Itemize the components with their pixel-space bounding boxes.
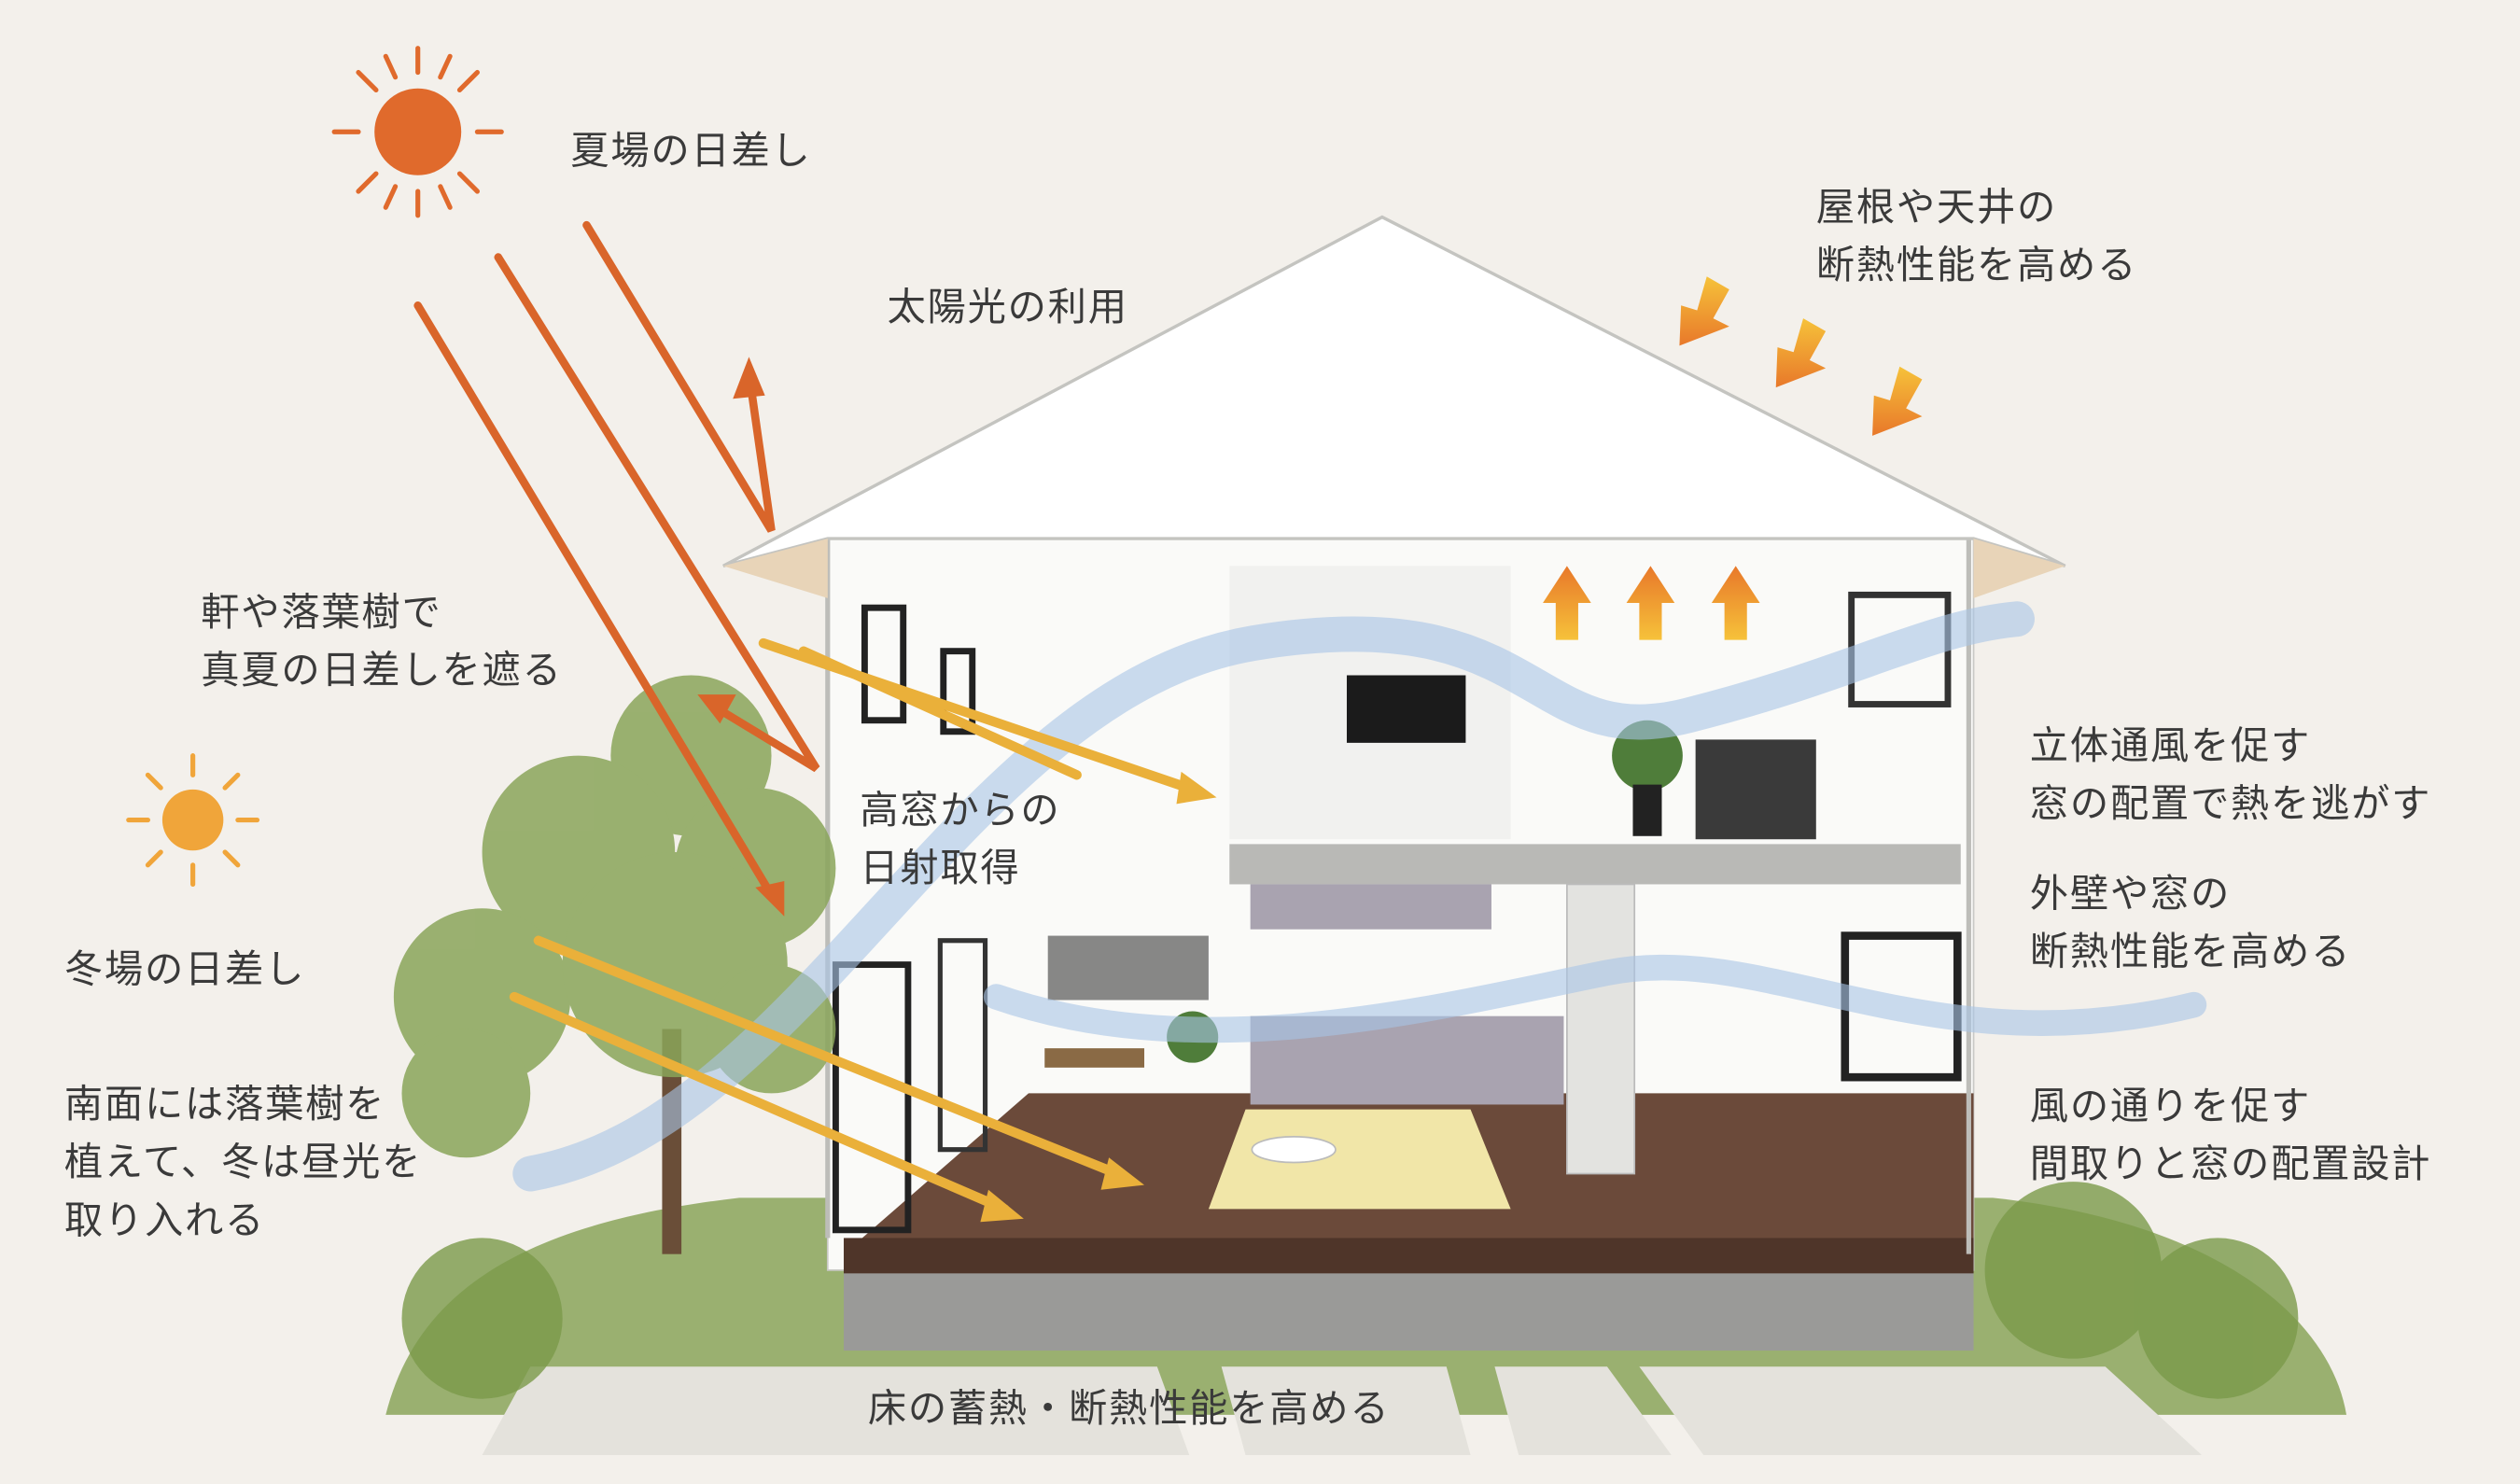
window <box>940 648 976 735</box>
winter-arrowheads <box>980 771 1217 1223</box>
winter-sun-icon <box>126 753 260 888</box>
stepping-stone <box>482 1366 1190 1455</box>
tv <box>1346 675 1466 743</box>
dining-table <box>1044 1048 1145 1068</box>
wind-flow-lower <box>983 954 2207 1043</box>
kitchen-cabinets <box>1250 884 1491 930</box>
deciduous-tree <box>393 675 836 1158</box>
heat-up-arrow-icon <box>1543 566 1760 640</box>
label-deciduous-tree-3: 取り入れる <box>64 1197 265 1242</box>
label-cross-ventilation-2: 窓の配置で熱を逃がす <box>2030 781 2431 826</box>
label-high-window-1: 高窓からの <box>860 788 1060 833</box>
label-winter-sun: 冬場の日差し <box>64 947 305 992</box>
label-wall-insulation-1: 外壁や窓の <box>2030 872 2231 917</box>
partition-wall <box>1566 883 1636 1175</box>
label-deciduous-tree-1: 南面には落葉樹を <box>64 1082 385 1127</box>
heat-down-arrow-icon <box>1679 276 1923 436</box>
desk <box>1695 739 1816 840</box>
summer-rays <box>413 220 820 904</box>
window <box>861 604 907 724</box>
wind-flow-upper <box>512 601 2035 1192</box>
label-floor-insulation: 床の蓄熱・断熱性能を高める <box>868 1386 1391 1431</box>
stepping-stone <box>1494 1366 1672 1455</box>
label-eaves-shade-2: 真夏の日差しを遮る <box>201 648 562 693</box>
label-summer-sun: 夏場の日差し <box>570 129 811 174</box>
eave-left <box>722 539 828 598</box>
shrub <box>401 1182 2299 1399</box>
label-roof-insulation-1: 屋根や天井の <box>1816 185 2057 230</box>
label-roof-insulation-2: 断熱性能を高める <box>1816 243 2137 287</box>
foundation <box>844 1269 1974 1351</box>
label-solar-use: 太陽光の利用 <box>888 285 1128 329</box>
label-deciduous-tree-2: 植えて、冬は昼光を <box>64 1140 422 1184</box>
floor-edge <box>844 1238 1974 1274</box>
rug <box>1208 1109 1511 1210</box>
ray-arrowheads <box>697 357 785 917</box>
stepping-stone <box>1639 1366 2203 1455</box>
wall-pictures <box>1047 935 1209 1001</box>
stepping-stone <box>1221 1366 1471 1455</box>
glass-door <box>937 938 988 1153</box>
label-eaves-shade-1: 軒や落葉樹で <box>201 590 441 635</box>
label-airflow-layout-2: 間取りと窓の配置設計 <box>2030 1141 2431 1186</box>
eave-right <box>1973 539 2065 598</box>
glass-door <box>832 961 912 1234</box>
label-wall-insulation-2: 断熱性能を高める <box>2030 930 2351 974</box>
summer-sun-icon <box>331 46 504 218</box>
tree-trunk <box>662 1029 682 1254</box>
plant-pot <box>1632 784 1662 836</box>
label-cross-ventilation-1: 立体通風を促す <box>2030 723 2311 768</box>
label-airflow-layout-1: 風の通りを促す <box>2030 1084 2311 1128</box>
mezzanine-floor <box>1229 844 1961 885</box>
label-high-window-2: 日射取得 <box>860 846 1020 890</box>
table <box>1251 1136 1337 1164</box>
winter-rays <box>509 637 1203 1214</box>
